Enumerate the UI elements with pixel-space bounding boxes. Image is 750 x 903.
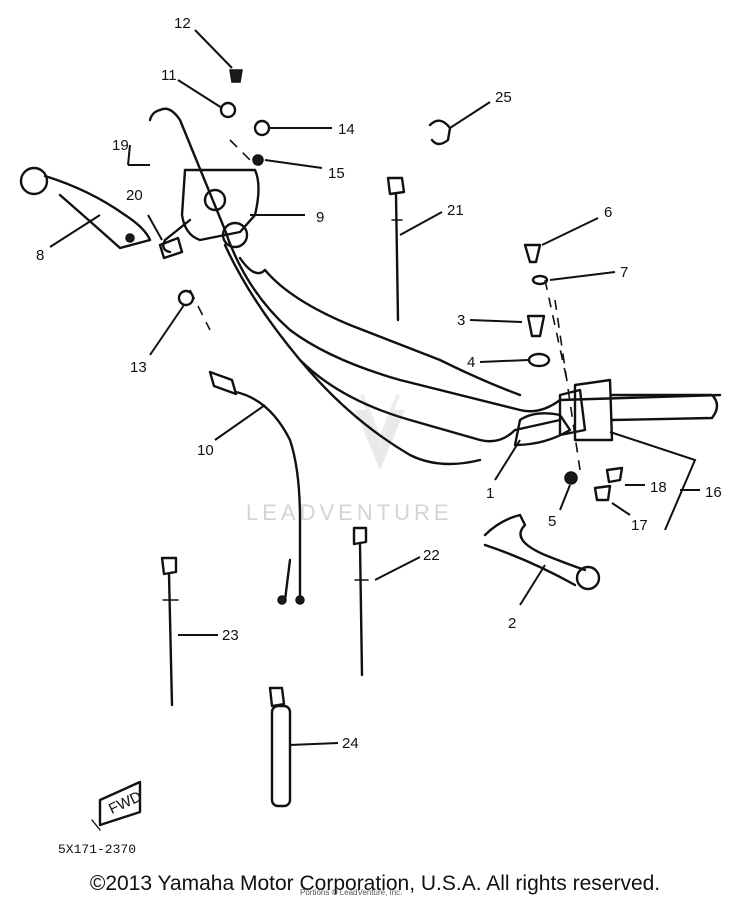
- diagram-code: 5X171-2370: [58, 842, 136, 857]
- callout-17: 17: [631, 517, 648, 534]
- clutch-lever: [19, 166, 152, 250]
- fwd-marker: FWD: [91, 780, 144, 831]
- callout-13: 13: [130, 359, 147, 376]
- cable-23: [160, 556, 179, 707]
- callout-7: 7: [620, 264, 628, 281]
- callout-20: 20: [126, 187, 143, 204]
- assembly-lines: [189, 139, 581, 471]
- callout-4: 4: [467, 354, 475, 371]
- copyright-notice: ©2013 Yamaha Motor Corporation, U.S.A. A…: [89, 872, 661, 895]
- handlebar: [148, 107, 722, 466]
- cable-21: [386, 176, 406, 322]
- callout-16: 16: [705, 484, 722, 501]
- callout-11: 11: [161, 67, 177, 84]
- small-print: Portions © LeadVenture, Inc.: [300, 888, 403, 897]
- callout-24: 24: [342, 735, 359, 752]
- callout-18: 18: [650, 479, 667, 496]
- brake-lever: [483, 513, 601, 591]
- cable-22: [352, 526, 369, 677]
- callout-23: 23: [222, 627, 239, 644]
- callout-2: 2: [508, 615, 516, 632]
- callout-3: 3: [457, 312, 465, 329]
- callout-6: 6: [604, 204, 612, 221]
- callout-labels: 1 2 3 4 5 6 7 8 9 10 11 12 13 14 15 16 1…: [36, 15, 722, 752]
- callout-9: 9: [316, 209, 324, 226]
- right-perch: [513, 412, 572, 447]
- callout-21: 21: [447, 202, 464, 219]
- callout-1: 1: [486, 485, 494, 502]
- callout-22: 22: [423, 547, 440, 564]
- bolt-20: [158, 236, 184, 260]
- callout-8: 8: [36, 247, 44, 264]
- watermark-text: LEADVENTURE: [246, 500, 453, 525]
- callout-5: 5: [548, 513, 556, 530]
- right-grip-switch: [558, 378, 719, 442]
- callout-19: 19: [112, 137, 129, 154]
- callout-25: 25: [495, 89, 512, 106]
- wire-harness-10: [208, 370, 305, 605]
- callout-10: 10: [197, 442, 214, 459]
- callout-14: 14: [338, 121, 355, 138]
- small-parts: [177, 69, 624, 502]
- watermark-logo: [355, 394, 405, 470]
- leader-lines: [49, 29, 700, 746]
- left-perch: [162, 168, 260, 254]
- cable-24: [268, 686, 292, 808]
- callout-12: 12: [174, 15, 191, 32]
- callout-15: 15: [328, 165, 345, 182]
